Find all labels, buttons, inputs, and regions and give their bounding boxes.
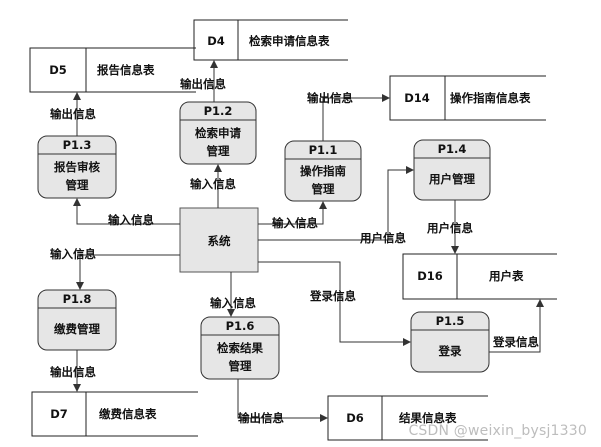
flow-sys-to-p15: 登录信息 — [258, 261, 411, 346]
process-p12: P1.2 检索申请 管理 — [179, 101, 257, 165]
flow-p12-to-d4: 输出信息 — [180, 60, 226, 102]
process-p11: P1.1 操作指南 管理 — [284, 140, 362, 202]
system-label: 系统 — [208, 234, 231, 248]
process-p11-label-2: 管理 — [312, 182, 335, 196]
process-p18: P1.8 缴费管理 — [37, 289, 117, 351]
flow-sys-to-p14-label: 用户信息 — [359, 231, 406, 245]
process-p14-id: P1.4 — [438, 142, 467, 156]
flow-p12-to-d4-label: 输出信息 — [180, 77, 226, 91]
flow-sys-to-p13: 输入信息 — [73, 198, 180, 227]
store-d4-id: D4 — [207, 34, 225, 48]
flow-sys-to-p11: 输入信息 — [258, 201, 327, 230]
process-p12-label-1: 检索申请 — [195, 126, 241, 140]
flow-sys-to-p18-label: 输入信息 — [50, 247, 96, 261]
process-p12-label-2: 管理 — [207, 144, 230, 158]
process-p18-id: P1.8 — [63, 292, 92, 306]
store-d7-id: D7 — [50, 407, 68, 421]
process-p16: P1.6 检索结果 管理 — [200, 316, 280, 380]
process-p16-label-2: 管理 — [229, 359, 252, 373]
flow-p13-to-d5-label: 输出信息 — [50, 107, 96, 121]
process-p11-id: P1.1 — [309, 143, 338, 157]
flow-p18-to-d7: 输出信息 — [50, 350, 96, 392]
flow-sys-to-p16-label: 输入信息 — [210, 296, 256, 310]
process-p14-label-1: 用户管理 — [428, 172, 475, 186]
flow-p14-to-d16: 用户信息 — [426, 200, 473, 254]
process-p15-label-1: 登录 — [438, 344, 462, 358]
store-d7: D7 缴费信息表 — [31, 391, 198, 437]
store-d16-name: 用户表 — [488, 269, 524, 283]
store-d4-name: 检索申请信息表 — [249, 34, 330, 48]
flow-sys-to-p12: 输入信息 — [190, 164, 236, 208]
flow-p16-to-d6-label: 输出信息 — [238, 411, 284, 425]
process-p13: P1.3 报告审核 管理 — [37, 135, 117, 199]
flow-sys-to-p13-label: 输入信息 — [108, 213, 154, 227]
flow-p11-to-d14: 输出信息 — [307, 91, 390, 141]
flow-sys-to-p12-label: 输入信息 — [190, 177, 236, 191]
flow-sys-to-p14: 用户信息 — [258, 166, 414, 245]
store-d4: D4 检索申请信息表 — [193, 19, 348, 61]
process-p15: P1.5 登录 — [410, 311, 490, 373]
process-p18-label-1: 缴费管理 — [54, 322, 100, 336]
watermark: CSDN @weixin_bysj1330 — [408, 423, 587, 439]
process-p16-label-1: 检索结果 — [217, 341, 263, 355]
flow-sys-to-p11-label: 输入信息 — [272, 216, 318, 230]
store-d6-id: D6 — [346, 411, 364, 425]
store-d14: D14 操作指南信息表 — [389, 75, 546, 121]
flow-p14-to-d16-label: 用户信息 — [426, 221, 473, 235]
store-d7-name: 缴费信息表 — [99, 407, 157, 421]
store-d6: D6 结果信息表 — [327, 395, 488, 441]
flow-p15-to-d16: 登录信息 — [489, 299, 544, 353]
process-p13-label-2: 管理 — [66, 178, 89, 192]
process-p15-id: P1.5 — [436, 314, 465, 328]
store-d6-name: 结果信息表 — [398, 411, 457, 425]
store-d5-id: D5 — [49, 63, 67, 77]
process-p12-id: P1.2 — [204, 104, 233, 118]
flow-p18-to-d7-label: 输出信息 — [50, 365, 96, 379]
process-p16-id: P1.6 — [226, 319, 255, 333]
system-node: 系统 — [179, 207, 259, 273]
store-d16-id: D16 — [417, 269, 443, 283]
flow-p15-to-d16-label: 登录信息 — [492, 335, 539, 349]
flow-p11-to-d14-label: 输出信息 — [307, 91, 353, 105]
flow-p13-to-d5: 输出信息 — [50, 92, 96, 136]
process-p13-label-1: 报告审核 — [54, 160, 100, 174]
process-p14: P1.4 用户管理 — [413, 139, 491, 201]
store-d5: D5 报告信息表 — [29, 47, 196, 93]
store-d5-name: 报告信息表 — [97, 63, 155, 77]
store-d14-id: D14 — [404, 91, 430, 105]
store-d14-name: 操作指南信息表 — [450, 91, 531, 105]
process-p11-label-1: 操作指南 — [300, 164, 346, 178]
flow-sys-to-p18: 输入信息 — [50, 247, 180, 290]
flow-sys-to-p15-label: 登录信息 — [309, 289, 356, 303]
flow-sys-to-p16: 输入信息 — [210, 272, 256, 317]
store-d16: D16 用户表 — [402, 253, 557, 300]
process-p13-id: P1.3 — [63, 138, 92, 152]
flow-p16-to-d6: 输出信息 — [237, 379, 328, 425]
